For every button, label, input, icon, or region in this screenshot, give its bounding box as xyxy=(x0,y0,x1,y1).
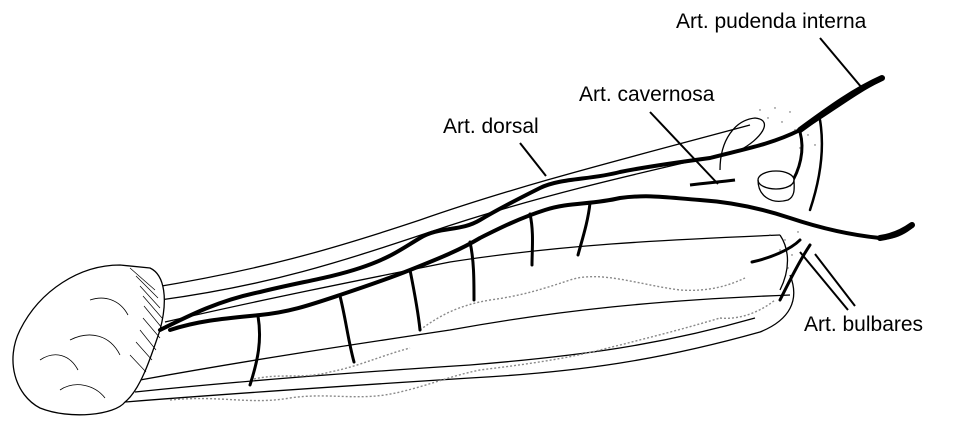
art-bulbares xyxy=(752,240,810,300)
label-art-dorsal: Art. dorsal xyxy=(443,116,539,137)
cavernosa-entry xyxy=(690,171,794,201)
leader-bulbares-2 xyxy=(800,252,848,310)
leader-dorsal xyxy=(520,143,546,176)
leader-lines xyxy=(520,38,862,310)
art-pudenda-interna xyxy=(790,78,912,238)
label-art-pudenda-interna: Art. pudenda interna xyxy=(676,11,866,32)
leader-pudenda xyxy=(820,38,862,88)
leader-cavernosa xyxy=(650,112,718,184)
label-art-cavernosa: Art. cavernosa xyxy=(579,84,714,105)
label-art-bulbares: Art. bulbares xyxy=(804,314,923,335)
leader-bulbares-1 xyxy=(815,254,855,306)
